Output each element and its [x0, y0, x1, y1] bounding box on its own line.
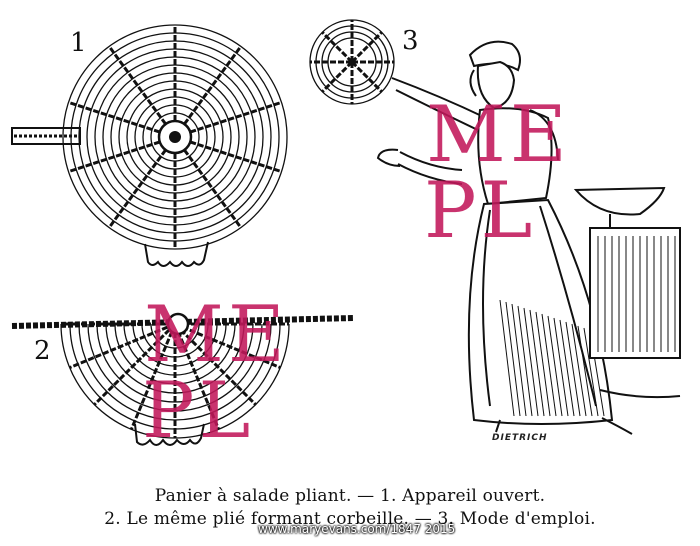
folded-basket-ribs	[61, 322, 289, 438]
hatch-line	[553, 317, 569, 417]
watermark-pl-lower: PL	[142, 366, 255, 456]
hatch-line	[511, 303, 527, 417]
hatch-line	[577, 325, 593, 417]
figure-label-2: 2	[34, 336, 51, 366]
hatch-line	[529, 309, 545, 417]
hatch-line	[559, 319, 575, 417]
basket-rib	[129, 323, 177, 430]
hatch-line	[583, 327, 599, 417]
basket-ribs	[68, 25, 282, 249]
hatch-line	[505, 301, 521, 417]
basket-fringe	[144, 241, 209, 267]
figure-label-3: 3	[402, 26, 419, 56]
hatch-line	[541, 313, 557, 417]
background-furniture	[573, 186, 681, 399]
face	[476, 60, 516, 110]
sleeve	[529, 109, 559, 161]
folded-basket-drawing	[11, 312, 355, 446]
basket-ring	[62, 24, 288, 250]
folded-fringe	[134, 423, 205, 446]
basket-rib	[174, 135, 282, 174]
hatch-line	[523, 307, 539, 417]
basket-rib	[173, 45, 243, 138]
foot	[601, 417, 633, 435]
side-table	[589, 227, 681, 359]
open-basket-drawing	[11, 24, 288, 267]
lower-arm-top	[399, 151, 463, 171]
bowl	[573, 186, 666, 216]
skirt	[467, 198, 614, 425]
basket-rib	[68, 100, 176, 139]
figure-label-1: 1	[70, 28, 87, 58]
skirt-hatching	[499, 299, 605, 417]
apron-edge-right	[539, 205, 597, 407]
hatch-line	[517, 305, 533, 417]
raised-arm-bottom	[395, 89, 483, 133]
table-hatching	[597, 236, 676, 352]
lower-hand	[376, 148, 401, 167]
basket-rib	[321, 31, 354, 64]
basket-ring	[150, 323, 200, 349]
caption-line-2: 2. Le même plié formant corbeille. — 3. …	[104, 509, 596, 529]
watermark-pl-upper: PL	[424, 166, 537, 256]
basket-rib	[93, 322, 177, 406]
basket-rib	[321, 60, 354, 93]
watermark-credit: www.maryevans.com/1847 2015	[258, 522, 456, 536]
basket-rib	[107, 45, 177, 138]
hub-center	[169, 131, 181, 143]
artist-signature: DIETRICH	[492, 433, 548, 443]
basket-rib	[107, 136, 177, 229]
hair	[469, 69, 477, 97]
lower-arm-bottom	[397, 163, 463, 185]
woman-figure	[376, 40, 633, 435]
floor-shadow	[599, 389, 681, 399]
folded-hub	[166, 312, 190, 336]
foot-left	[495, 419, 501, 433]
bodice	[477, 107, 553, 206]
caption-line-1: Panier à salade pliant. — 1. Appareil ou…	[154, 486, 546, 506]
basket-rib	[68, 135, 176, 174]
basket-rib	[350, 31, 383, 64]
basket-rib	[174, 322, 281, 370]
basket-ring	[78, 323, 272, 421]
basket-rib	[173, 323, 221, 430]
apron-edge-left	[482, 209, 491, 407]
hatch-line	[547, 315, 563, 417]
basket-rib	[174, 100, 282, 139]
hatch-line	[499, 299, 515, 417]
watermark-me-lower: ME	[144, 290, 289, 380]
basket-rib	[173, 322, 257, 406]
basket-rib	[69, 322, 176, 370]
basket-rib	[350, 60, 383, 93]
small-basket-ribs	[310, 20, 394, 104]
watermark-me-upper: ME	[426, 90, 571, 180]
hatch-line	[571, 323, 587, 417]
hatch-line	[565, 321, 581, 417]
swung-basket-drawing	[309, 19, 395, 105]
basket-ring	[87, 323, 263, 412]
raised-arm-top	[391, 77, 487, 119]
basket-rib	[173, 136, 243, 229]
hatch-line	[535, 311, 551, 417]
